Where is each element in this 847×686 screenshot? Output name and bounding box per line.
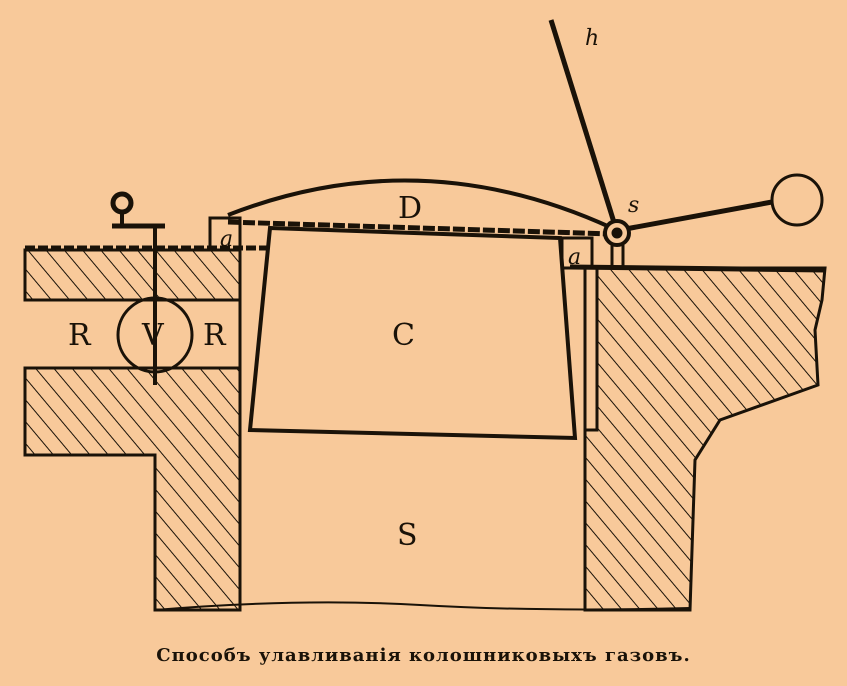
- label-D: D: [398, 191, 422, 226]
- shaft-bottom: [154, 601, 691, 611]
- label-R-left: R: [68, 318, 92, 353]
- label-s: s: [628, 193, 639, 218]
- label-V: V: [141, 318, 165, 353]
- top-plate-right: [569, 264, 826, 273]
- valve-handle-ring: [110, 191, 134, 215]
- figure-caption: Способъ улавливанія колошниковыхъ газовъ…: [156, 645, 691, 666]
- lid-bar: [227, 219, 613, 237]
- label-h: h: [585, 26, 599, 51]
- label-S: S: [397, 518, 418, 553]
- label-a-left: a: [220, 227, 233, 252]
- left-masonry-lower: [23, 366, 242, 612]
- hinge-a-right: [560, 236, 594, 270]
- bell-C: [247, 225, 578, 441]
- label-C: C: [392, 318, 415, 353]
- hinge-a-left: [208, 216, 242, 252]
- lid-arch: [227, 178, 613, 230]
- left-masonry-top: [23, 248, 242, 302]
- shaft-walls: [238, 250, 587, 610]
- label-R-right: R: [203, 318, 227, 353]
- gas-channel: [25, 298, 240, 370]
- right-masonry: [583, 266, 827, 612]
- label-a-right: a: [568, 245, 581, 270]
- valve-V: [116, 296, 194, 374]
- counterweight-arm: [619, 199, 773, 233]
- lever-h: [548, 19, 620, 233]
- counterweight-ball: [770, 173, 824, 227]
